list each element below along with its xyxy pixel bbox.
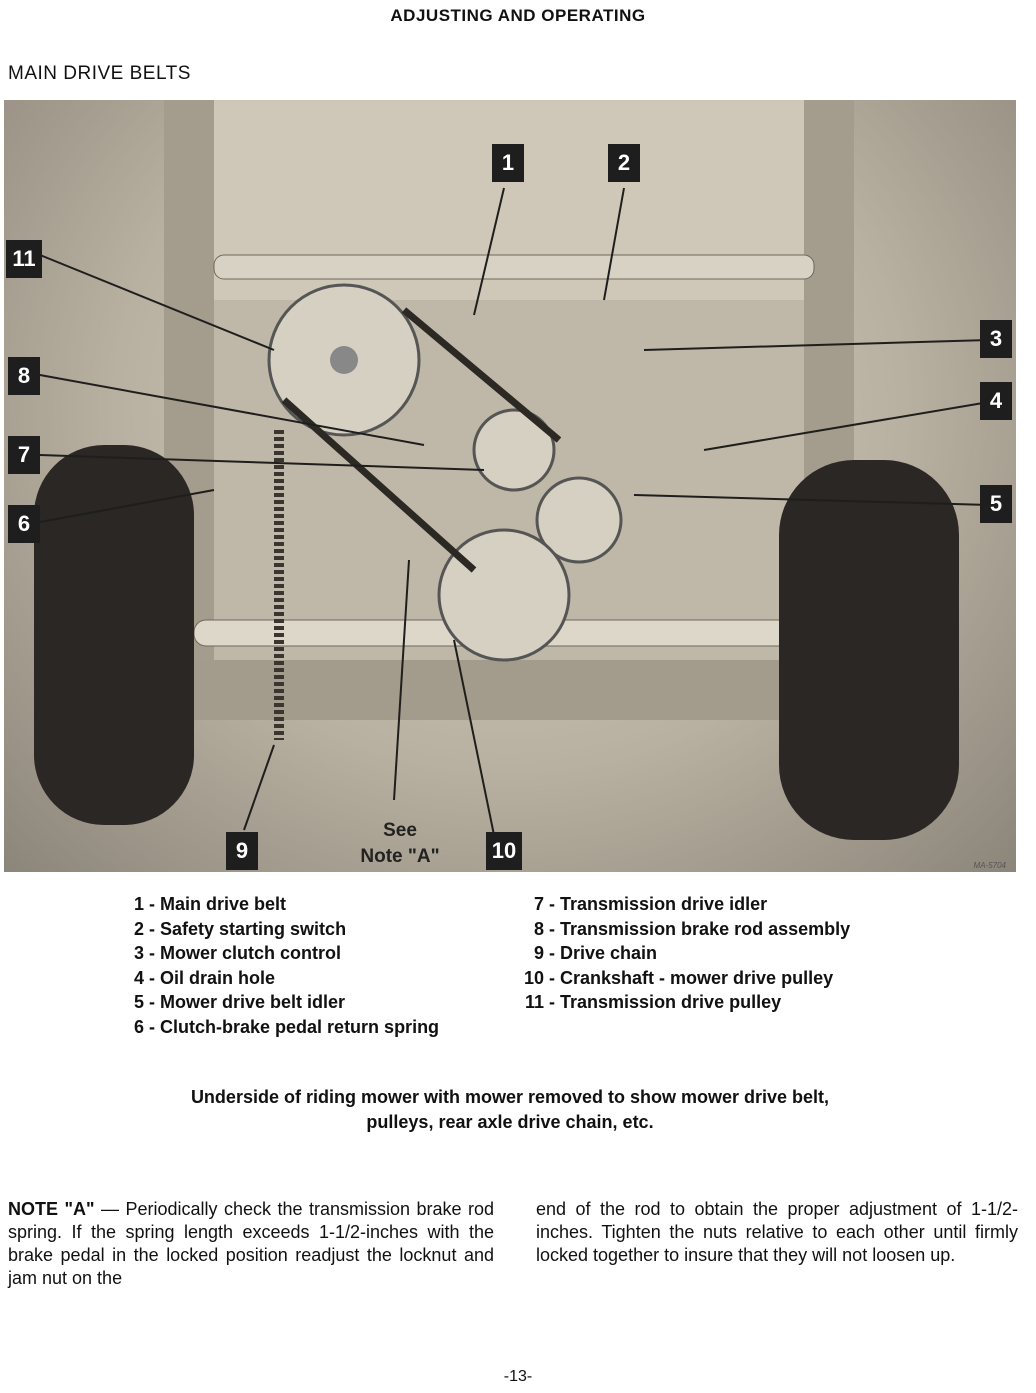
legend-text: - Mower clutch control <box>149 943 342 963</box>
mower-drive-belt-idler <box>535 476 623 564</box>
legend-item: 6 - Clutch-brake pedal return spring <box>104 1015 439 1040</box>
legend-text: - Safety starting switch <box>149 918 347 939</box>
right-tire <box>779 460 959 840</box>
mower-underside-photo: 1 2 3 4 5 6 7 8 9 10 11 See Note "A" MA-… <box>4 100 1016 872</box>
legend-number: 2 <box>133 918 144 939</box>
callout-7: 7 <box>8 436 40 474</box>
photo-code: MA-5704 <box>973 861 1006 870</box>
callout-8: 8 <box>8 357 40 395</box>
legend-number: 6 <box>133 1016 144 1037</box>
legend-item: 5 - Mower drive belt idler <box>104 990 439 1015</box>
legend-number: 3 <box>133 943 144 963</box>
leader-lines <box>39 187 990 836</box>
legend-text: - Drive chain <box>549 943 658 963</box>
callout-9: 9 <box>226 832 258 870</box>
rear-frame <box>184 660 824 720</box>
legend-number: 1 <box>133 894 144 914</box>
legend-text: - Transmission drive pulley <box>549 992 782 1012</box>
callout-1: 1 <box>492 144 524 182</box>
note-a-text-left: — Periodically check the transmission br… <box>8 1199 494 1288</box>
legend-number: 10 <box>523 967 544 988</box>
legend-item: 10 - Crankshaft - mower drive pulley <box>504 966 850 991</box>
see-note-a-label: See Note "A" <box>340 818 460 870</box>
callout-3: 3 <box>980 320 1012 358</box>
note-a-right-column: end of the rod to obtain the proper adju… <box>536 1199 1018 1265</box>
callout-2: 2 <box>608 144 640 182</box>
legend-text: - Clutch-brake pedal return spring <box>149 1016 440 1037</box>
left-tire <box>34 445 194 825</box>
callout-6: 6 <box>8 505 40 543</box>
pulley-hub <box>330 346 358 374</box>
legend-number: 9 <box>533 943 544 963</box>
figure-caption: Underside of riding mower with mower rem… <box>100 1085 920 1135</box>
mower-illustration <box>34 100 990 840</box>
legend-item: 11 - Transmission drive pulley <box>504 990 850 1015</box>
legend-number: 8 <box>533 918 544 939</box>
legend-item: 3 - Mower clutch control <box>104 941 439 966</box>
callout-10: 10 <box>486 832 522 870</box>
page-number: -13- <box>503 1368 533 1385</box>
parts-legend-right: 7 - Transmission drive idler 8 - Transmi… <box>504 892 850 1015</box>
legend-item: 7 - Transmission drive idler <box>504 892 850 917</box>
legend-number: 11 <box>524 992 544 1012</box>
legend-number: 7 <box>533 894 544 914</box>
crankshaft-pulley <box>437 528 571 662</box>
legend-item: 8 - Transmission brake rod assembly <box>504 917 850 942</box>
legend-text: - Crankshaft - mower drive pulley <box>549 967 834 988</box>
legend-text: - Mower drive belt idler <box>149 992 346 1012</box>
caption-line-2: pulleys, rear axle drive chain, etc. <box>366 1112 654 1132</box>
transmission-drive-idler <box>472 408 556 492</box>
parts-legend-left: 1 - Main drive belt 2 - Safety starting … <box>104 892 439 1039</box>
legend-number: 5 <box>133 992 144 1012</box>
legend-item: 1 - Main drive belt <box>104 892 439 917</box>
legend-text: - Oil drain hole <box>149 967 276 988</box>
legend-text: - Main drive belt <box>149 894 287 914</box>
callout-5: 5 <box>980 485 1012 523</box>
see-note-line-2: Note "A" <box>360 846 440 867</box>
caption-line-1: Underside of riding mower with mower rem… <box>190 1087 830 1107</box>
callout-4: 4 <box>980 382 1012 420</box>
section-title: MAIN DRIVE BELTS <box>8 63 191 84</box>
callout-11: 11 <box>6 240 42 278</box>
note-a-left-column: NOTE "A" — Periodically check the transm… <box>8 1198 494 1290</box>
page-header: ADJUSTING AND OPERATING <box>390 6 646 25</box>
legend-text: - Transmission brake rod assembly <box>549 918 851 939</box>
legend-item: 9 - Drive chain <box>504 941 850 966</box>
main-drive-belt <box>281 307 562 573</box>
legend-item: 4 - Oil drain hole <box>104 966 439 991</box>
see-note-line-1: See <box>383 820 417 841</box>
note-a-label: NOTE "A" <box>8 1199 95 1219</box>
legend-number: 4 <box>133 967 144 988</box>
legend-item: 2 - Safety starting switch <box>104 917 439 942</box>
legend-text: - Transmission drive idler <box>549 894 768 914</box>
cross-shaft <box>213 254 815 280</box>
